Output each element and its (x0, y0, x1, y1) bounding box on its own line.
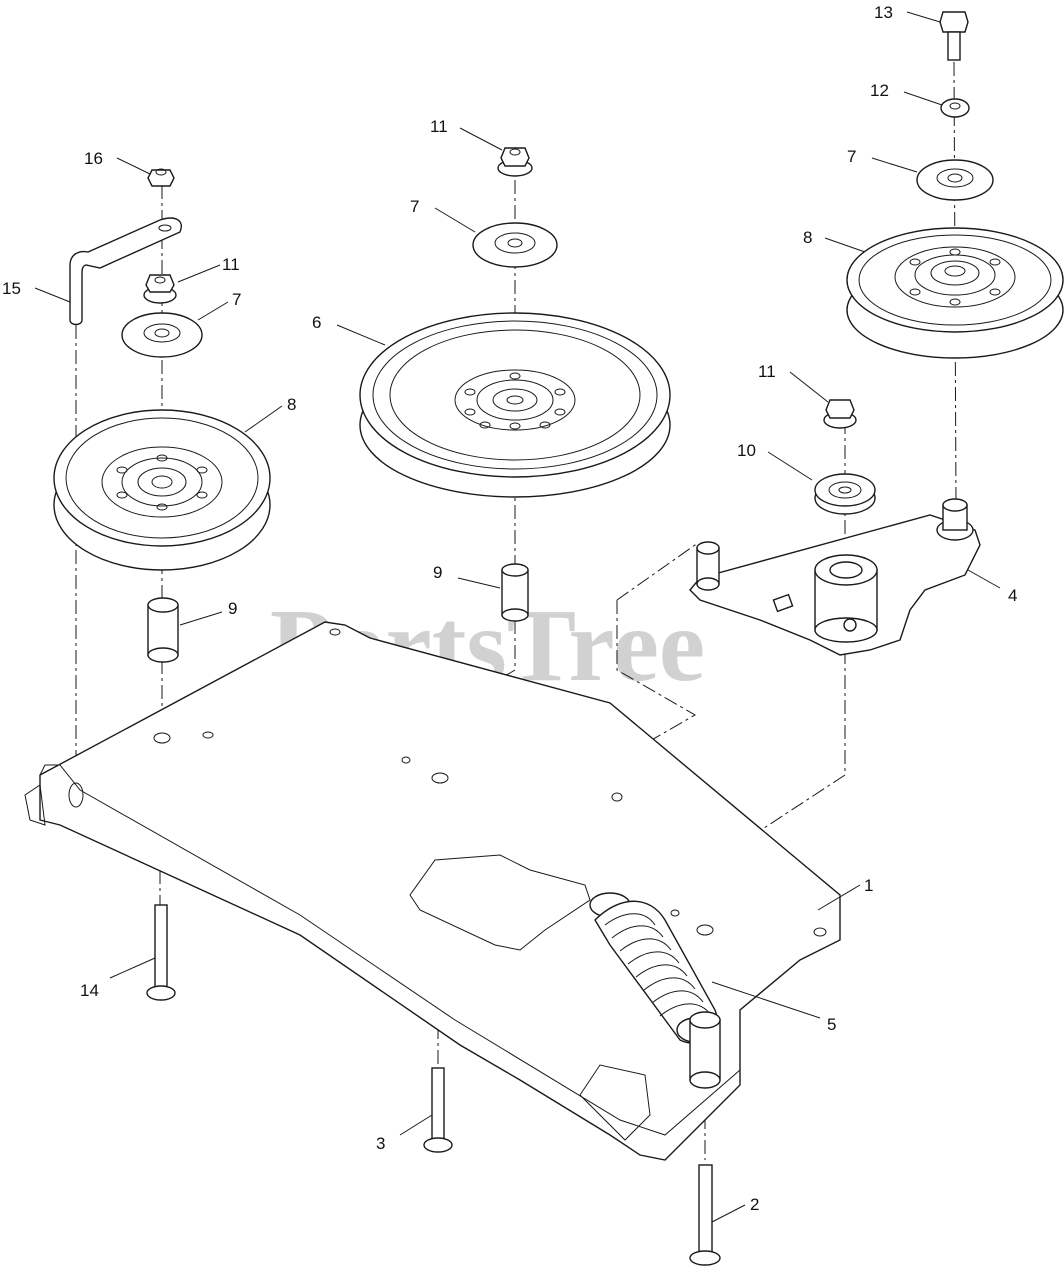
callout-11-center: 11 (430, 117, 448, 136)
callout-7-right: 7 (847, 147, 856, 166)
callout-4: 4 (1008, 586, 1017, 605)
callout-8-right: 8 (803, 228, 812, 247)
washer-7-center (472, 222, 558, 268)
callout-6: 6 (312, 313, 321, 332)
callout-labels: 13 12 7 8 11 10 4 11 7 6 9 16 11 15 7 8 … (2, 3, 1017, 1214)
bolt-13 (939, 11, 969, 61)
callout-16: 16 (84, 149, 103, 168)
callout-9-center: 9 (433, 563, 442, 582)
callout-3: 3 (376, 1134, 385, 1153)
bolt-2 (689, 1164, 721, 1266)
nut-16 (147, 168, 175, 187)
pulley-8-right (846, 227, 1064, 359)
rod-15 (69, 217, 182, 326)
bearing-10 (814, 473, 876, 515)
idler-arm (689, 498, 981, 656)
nut-11-center (497, 147, 533, 177)
spring-post (689, 1011, 721, 1089)
nut-11-left (143, 274, 177, 304)
callout-15: 15 (2, 279, 21, 298)
callout-7-center: 7 (410, 197, 419, 216)
leader-lines (34, 11, 1001, 1223)
callout-11-left: 11 (222, 255, 240, 274)
callout-14: 14 (80, 981, 99, 1000)
spacer-9-center (501, 563, 529, 622)
callout-2: 2 (750, 1195, 759, 1214)
washer-7-right (916, 159, 994, 201)
washer-7-left (121, 312, 203, 358)
callout-1: 1 (864, 876, 873, 895)
callout-13: 13 (874, 3, 893, 22)
callout-5: 5 (827, 1015, 836, 1034)
nut-11-right (823, 399, 857, 429)
callout-9-left: 9 (228, 599, 237, 618)
washer-12 (940, 98, 970, 118)
callout-8-left: 8 (287, 395, 296, 414)
base-plate (24, 621, 841, 1161)
callout-7-left: 7 (232, 290, 241, 309)
bolt-14 (146, 904, 176, 1001)
spacer-9-left (147, 597, 179, 663)
callout-11-right: 11 (758, 362, 776, 381)
pulley-6 (359, 312, 671, 498)
callout-12: 12 (870, 81, 889, 100)
pulley-8-left (53, 409, 271, 571)
callout-10: 10 (737, 441, 756, 460)
bolt-3 (423, 1067, 453, 1153)
